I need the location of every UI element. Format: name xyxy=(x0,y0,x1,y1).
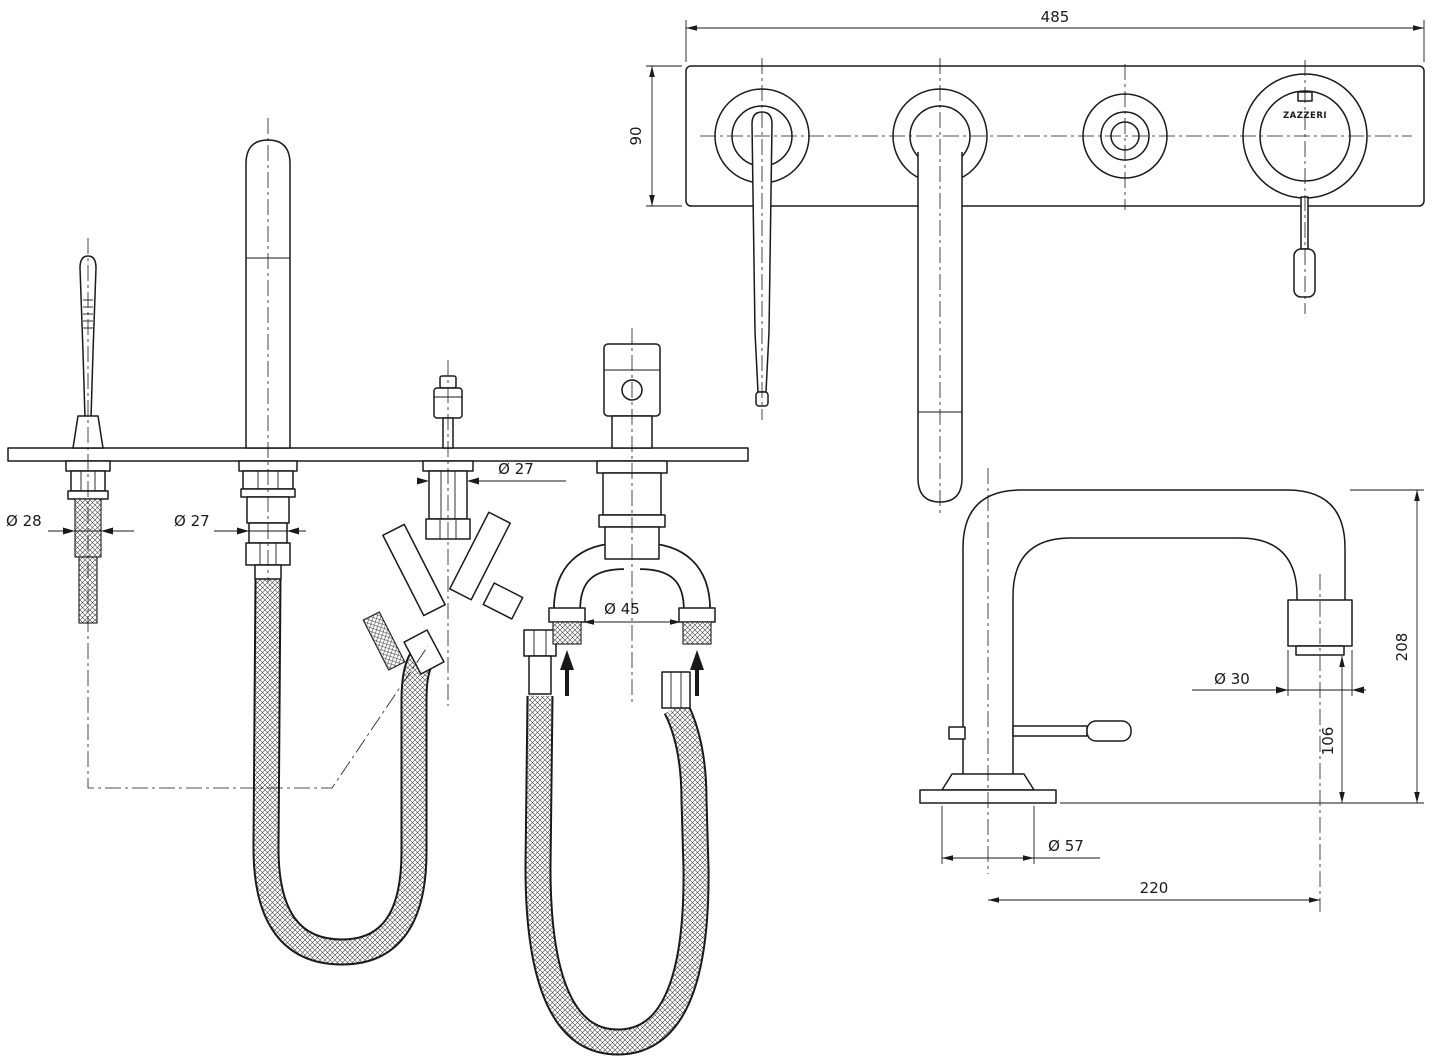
dim-plate-height-label: 90 xyxy=(627,126,645,145)
centerline xyxy=(87,238,429,789)
front-view: Ø 28 Ø 27 Ø 27 Ø 45 xyxy=(6,118,749,1056)
dim-spout-reach-label: 220 xyxy=(1140,879,1169,897)
dim-plate-width-label: 485 xyxy=(1041,8,1070,26)
inlet-thread-left xyxy=(552,621,582,645)
wall-spout-port xyxy=(892,88,988,503)
branch-right xyxy=(449,511,511,601)
dim-spout-column-label: Ø 27 xyxy=(174,512,210,530)
dim-spout-reach: 220 xyxy=(988,879,1320,903)
dim-diverter-diameter: Ø 27 xyxy=(417,460,566,485)
side-lever-knob xyxy=(1086,720,1132,742)
dim-body-diameter: Ø 45 xyxy=(583,600,681,625)
wall-plate-view: ZAZZERI 485 90 xyxy=(627,8,1425,516)
dim-spout-column-diameter: Ø 27 xyxy=(174,512,306,535)
dim-nozzle-diameter: Ø 30 xyxy=(1192,650,1366,696)
side-lever-rod xyxy=(1012,725,1088,737)
dim-overall-height: 208 xyxy=(1060,489,1424,804)
dim-plate-height: 90 xyxy=(627,65,682,207)
dim-nozzle-diameter-label: Ø 30 xyxy=(1214,670,1250,688)
spout-tube-outer xyxy=(962,489,1346,790)
side-view: 208 106 Ø 30 Ø 57 220 xyxy=(919,468,1424,912)
branch-right-nut xyxy=(482,582,524,620)
dim-spout-to-deck-label: 106 xyxy=(1319,727,1337,756)
deck-plate xyxy=(7,447,749,462)
branch-left xyxy=(382,523,446,617)
hose-coupling-nut xyxy=(523,629,557,657)
dim-body-label: Ø 45 xyxy=(604,600,640,618)
lever-rod xyxy=(1300,196,1309,250)
hose-end-fitting xyxy=(661,671,691,709)
dim-base-diameter-label: Ø 57 xyxy=(1048,837,1084,855)
lever-knob xyxy=(1293,248,1316,298)
dim-spout-to-deck: 106 xyxy=(1319,656,1345,803)
dim-handshower-label: Ø 28 xyxy=(6,512,42,530)
handshower-wand xyxy=(79,255,97,419)
flex-hose-left xyxy=(252,576,445,966)
dim-handshower-diameter: Ø 28 xyxy=(6,512,134,535)
dim-overall-height-label: 208 xyxy=(1393,633,1411,662)
diverter-valve-assembly xyxy=(362,375,557,695)
flex-hose-right xyxy=(524,671,710,1056)
spout-tube-inner xyxy=(1012,537,1298,790)
flow-arrow-left-icon xyxy=(560,650,574,670)
inlet-thread-right xyxy=(682,621,712,645)
dim-diverter-label: Ø 27 xyxy=(498,460,534,478)
dim-base-diameter: Ø 57 xyxy=(941,806,1100,864)
mixer-body-assembly xyxy=(548,343,716,696)
dim-plate-width: 485 xyxy=(685,8,1425,62)
hose-ferrule xyxy=(528,655,552,695)
flow-arrow-right-icon xyxy=(690,650,704,670)
branch-left-thread xyxy=(362,611,406,671)
